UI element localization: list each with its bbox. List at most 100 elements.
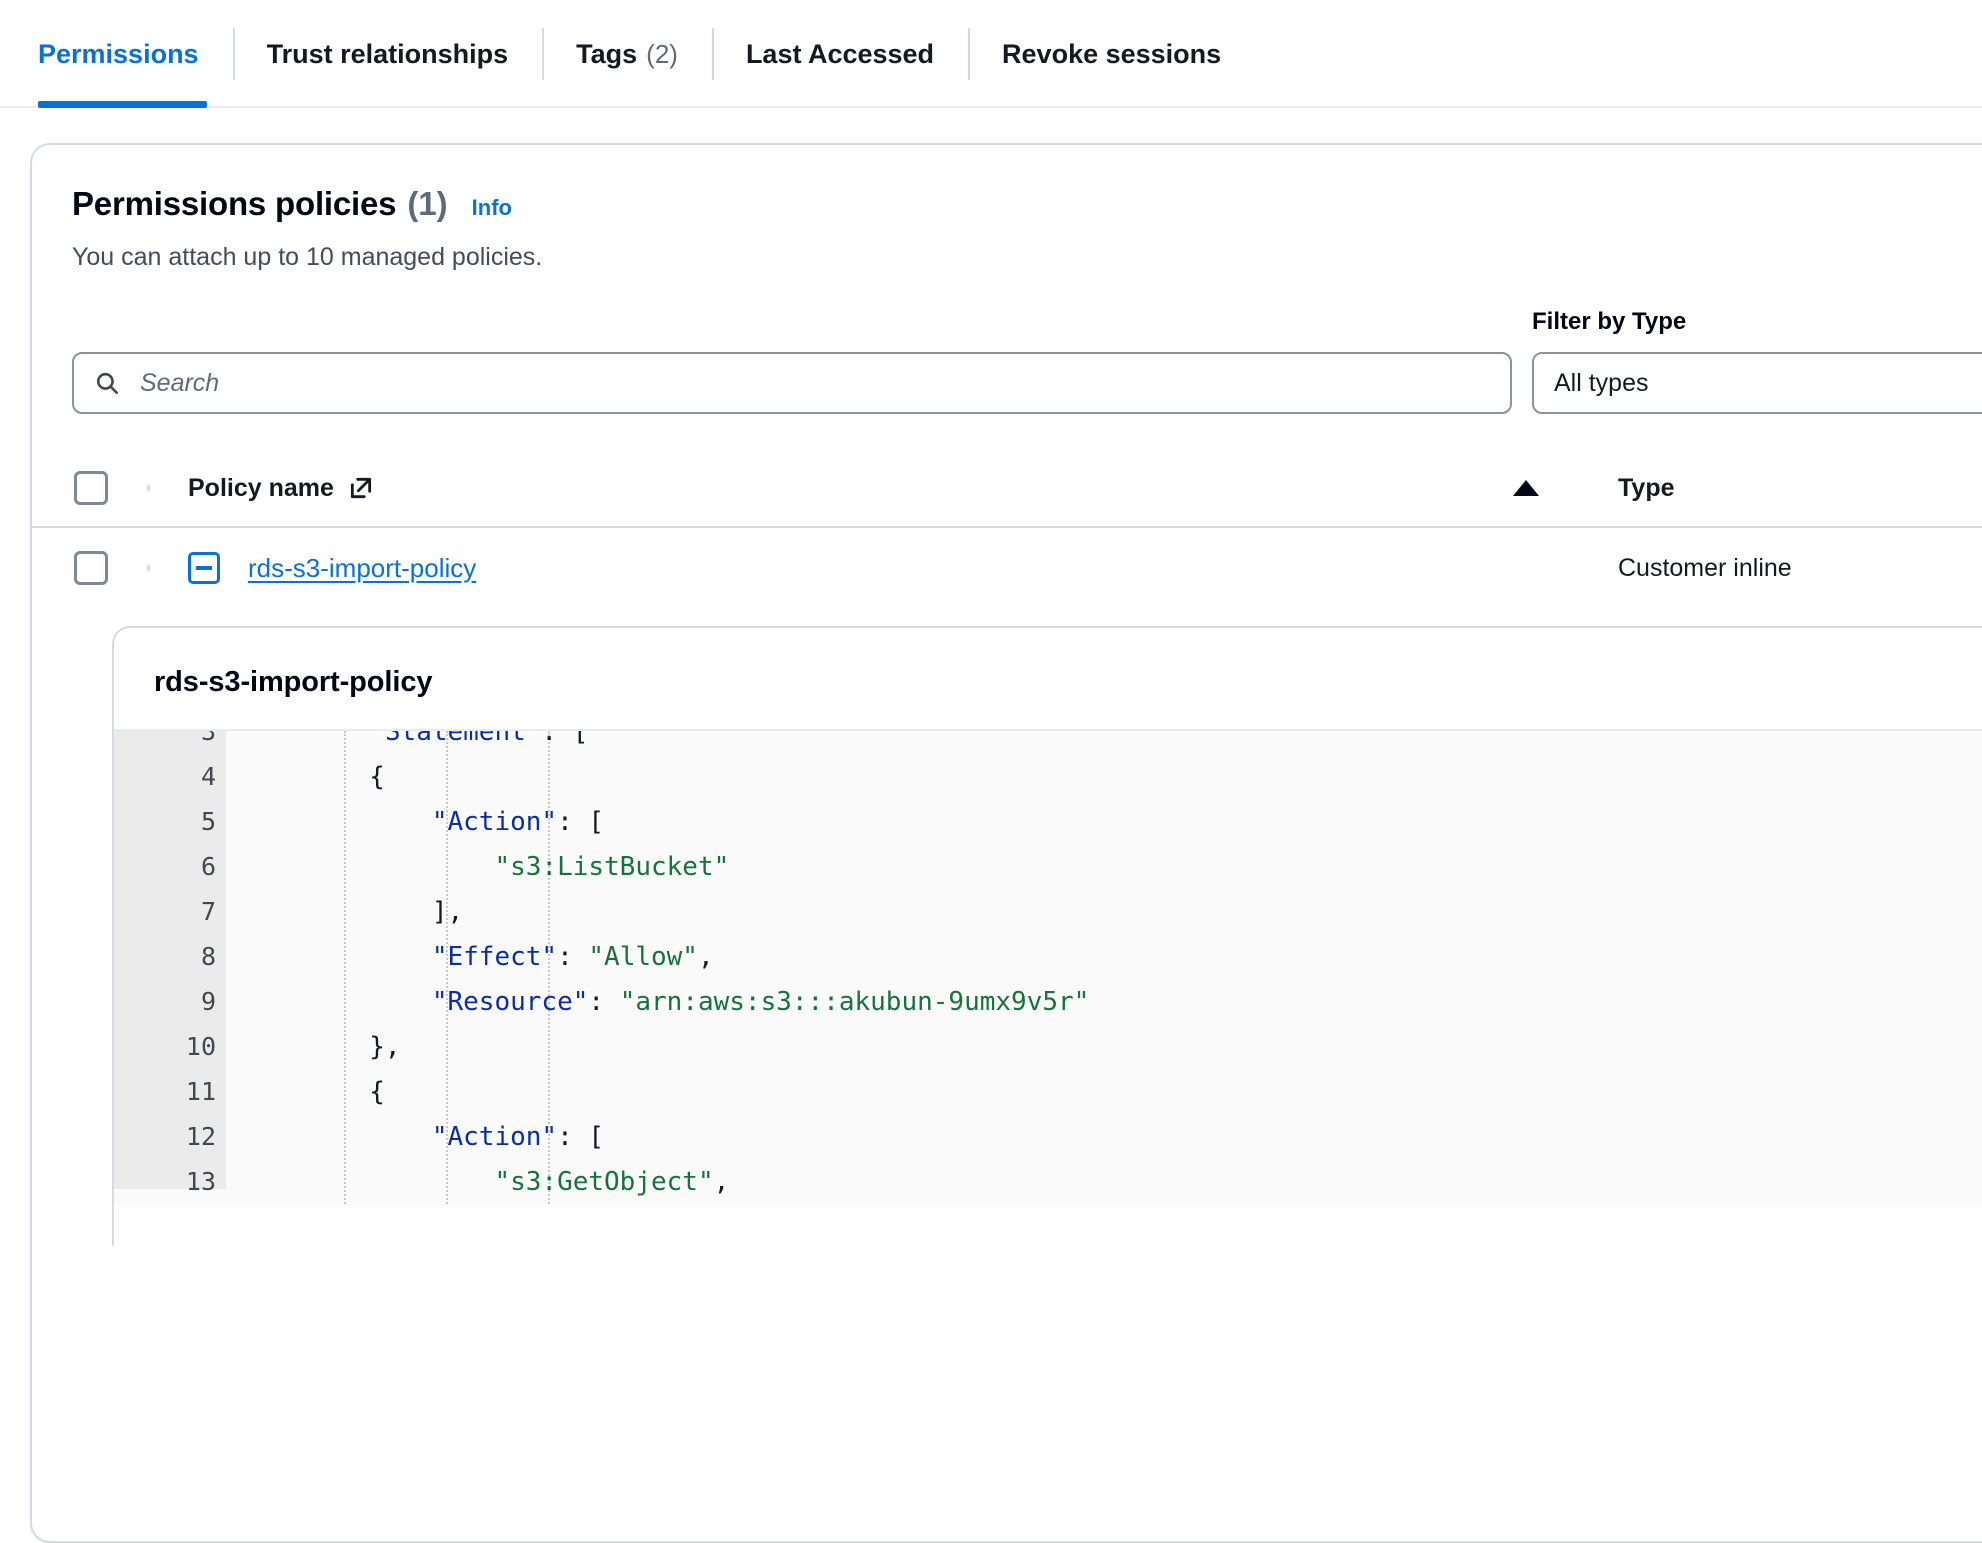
policy-name-link[interactable]: rds-s3-import-policy <box>248 552 477 583</box>
select-all-checkbox[interactable] <box>74 471 108 505</box>
code-line-10: }, <box>226 1024 1982 1069</box>
table-row: rds-s3-import-policy Customer inline <box>32 528 1982 608</box>
gutter-line-4: 4 <box>114 754 246 799</box>
search-icon <box>94 370 120 396</box>
row-checkbox[interactable] <box>74 551 108 585</box>
tab-bar: Permissions Trust relationships Tags (2)… <box>0 0 1982 108</box>
gutter-line-5: 5 <box>114 799 246 844</box>
token-punc: : [ <box>557 806 605 837</box>
filter-by-type-label: Filter by Type <box>1532 308 1687 335</box>
line-number: 8 <box>200 942 216 971</box>
token-punc: }, <box>244 1031 401 1062</box>
code-line-4: { <box>226 754 1982 799</box>
code-line-5: "Action": [ <box>226 799 1982 844</box>
gutter-line-7: 7 <box>114 889 226 934</box>
expanded-policy-title: rds-s3-import-policy <box>154 666 433 698</box>
sort-cell[interactable] <box>1494 480 1558 496</box>
token-punc: : [ <box>541 731 589 747</box>
policy-name-header[interactable]: Policy name <box>150 474 1494 503</box>
policy-name-cell: rds-s3-import-policy <box>150 552 1494 584</box>
permissions-policies-card: Permissions policies (1) Info You can at… <box>30 143 1982 1543</box>
token-key: "Action" <box>431 806 558 837</box>
token-str: "s3:GetObject" <box>494 1166 714 1197</box>
tab-permissions[interactable]: Permissions <box>38 0 233 108</box>
tab-revoke-sessions[interactable]: Revoke sessions <box>968 0 1255 108</box>
external-link-icon[interactable] <box>348 475 374 501</box>
token-punc <box>244 731 369 747</box>
policy-name-header-label: Policy name <box>188 473 334 502</box>
line-number: 4 <box>200 762 216 791</box>
line-number: 13 <box>185 1167 216 1196</box>
code-line-11: { <box>226 1069 1982 1114</box>
code-line-9: "Resource": "arn:aws:s3:::akubun-9umx9v5… <box>226 979 1982 1024</box>
select-all-cell <box>32 471 150 505</box>
search-box[interactable] <box>72 352 1512 414</box>
code-line-13: "s3:GetObject", <box>226 1159 1982 1204</box>
info-link[interactable]: Info <box>471 195 512 220</box>
token-punc: ], <box>244 896 464 927</box>
policy-type-cell: Customer inline <box>1558 554 1982 583</box>
gutter-line-8: 8 <box>114 934 226 979</box>
gutter-line-11: 11 <box>114 1069 246 1114</box>
table-header-row: Policy name Type <box>32 450 1982 528</box>
policy-type-value: Customer inline <box>1618 553 1792 582</box>
gutter-line-10: 10 <box>114 1024 226 1069</box>
code-line-6: "s3:ListBucket" <box>226 844 1982 889</box>
tab-label: Trust relationships <box>266 38 509 69</box>
expanded-policy-panel: rds-s3-import-policy 3456789101112131415… <box>112 626 1982 1246</box>
editor-code-area[interactable]: "Statement": [ { "Action": [ "s3:ListBuc… <box>226 731 1982 1211</box>
card-header: Permissions policies (1) Info You can at… <box>32 145 1982 272</box>
token-punc <box>244 852 494 882</box>
line-number: 3 <box>200 729 216 746</box>
tab-last-accessed[interactable]: Last Accessed <box>711 0 968 108</box>
gutter-line-3: 3 <box>114 729 246 754</box>
gutter-line-12: 12 <box>114 1114 246 1159</box>
line-number: 9 <box>200 987 216 1016</box>
token-punc <box>244 942 432 972</box>
token-str: "s3:ListBucket" <box>494 851 730 882</box>
token-punc: : <box>557 941 589 972</box>
row-select-cell <box>32 551 150 585</box>
code-line-7: ], <box>226 889 1982 934</box>
search-input[interactable] <box>138 367 1490 399</box>
policy-json-editor[interactable]: 34567891011121314151617181920212223 "Sta… <box>114 729 1982 1211</box>
token-punc: { <box>244 761 385 792</box>
token-punc <box>244 987 432 1017</box>
collapse-minus-icon[interactable] <box>188 552 220 584</box>
token-str: "Allow" <box>588 941 698 972</box>
tab-label: Permissions <box>38 38 199 69</box>
editor-bottom-edge <box>114 1205 1982 1211</box>
line-number: 10 <box>185 1032 216 1061</box>
line-number: 11 <box>185 1077 216 1106</box>
code-line-3: "Statement": [ <box>226 731 1982 754</box>
filter-row: Filter by Type All types <box>32 308 1982 414</box>
policy-count: (1) <box>407 185 448 222</box>
tab-trust-relationships[interactable]: Trust relationships <box>232 0 543 108</box>
token-key: "Action" <box>431 1121 558 1152</box>
token-punc <box>244 1167 494 1197</box>
line-number: 7 <box>200 897 216 926</box>
line-number: 6 <box>200 852 216 881</box>
token-punc: : <box>588 986 620 1017</box>
card-description: You can attach up to 10 managed policies… <box>72 243 543 271</box>
editor-gutter[interactable]: 34567891011121314151617181920212223 <box>114 729 246 1196</box>
filter-by-type-select[interactable]: All types <box>1532 352 1982 414</box>
tab-label: Tags <box>576 38 638 69</box>
sort-ascending-icon[interactable] <box>1513 480 1539 496</box>
type-header-label: Type <box>1618 473 1675 502</box>
line-number: 5 <box>200 807 216 836</box>
code-line-8: "Effect": "Allow", <box>226 934 1982 979</box>
token-punc: { <box>244 1076 385 1107</box>
filter-by-type-group: Filter by Type All types <box>1532 308 1982 414</box>
tab-label: Last Accessed <box>745 38 935 69</box>
gutter-line-13: 13 <box>114 1159 226 1204</box>
token-punc <box>244 807 432 837</box>
card-title-row: Permissions policies (1) Info <box>72 185 1982 223</box>
search-wrap <box>72 352 1512 414</box>
token-str: "arn:aws:s3:::akubun-9umx9v5r" <box>619 986 1090 1017</box>
token-key: "Statement" <box>369 731 542 747</box>
type-header[interactable]: Type <box>1558 474 1982 503</box>
tab-tags[interactable]: Tags (2) <box>542 0 712 108</box>
filter-by-type-value: All types <box>1554 368 1649 397</box>
tab-label: Revoke sessions <box>1002 38 1222 69</box>
